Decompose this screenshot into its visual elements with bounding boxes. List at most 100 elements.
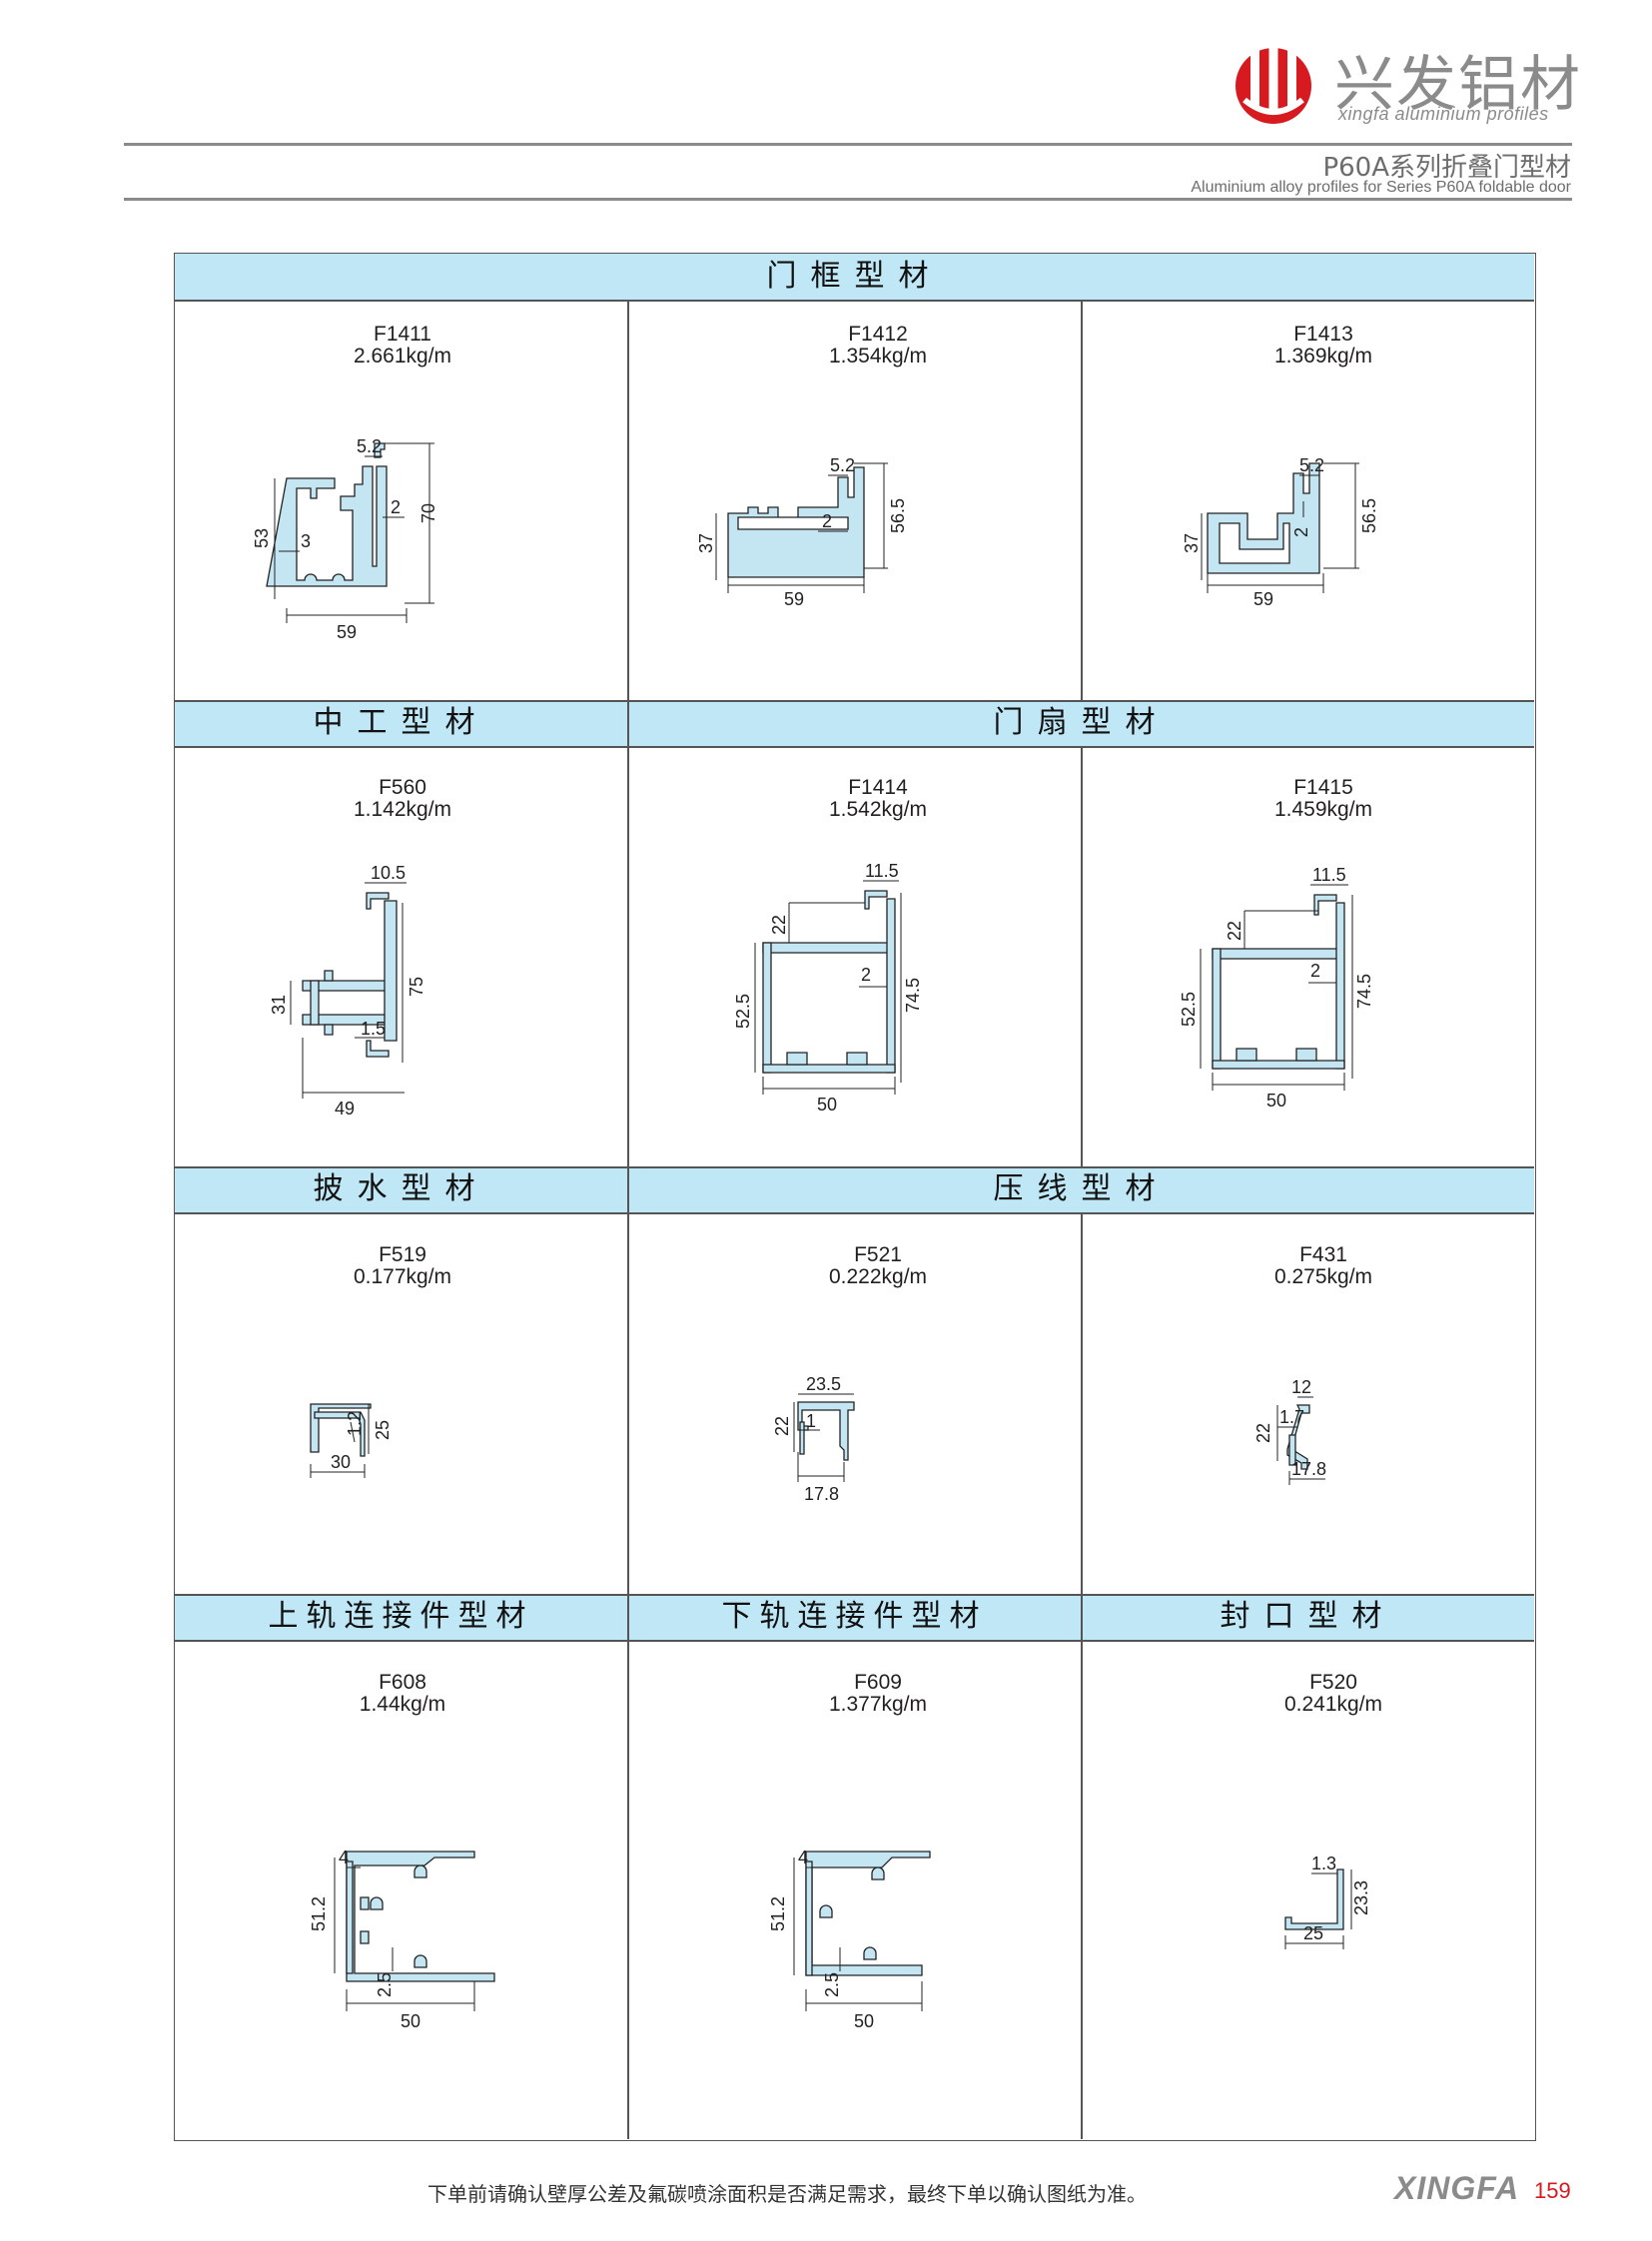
dim-label: 59 — [1253, 589, 1273, 609]
profile-label: F1412 1.354kg/m — [728, 324, 1028, 368]
profile-drawing-f1412: 5.2 2 56.5 37 59 — [696, 455, 908, 609]
profile-label: F609 1.377kg/m — [728, 1672, 1028, 1716]
dim-label: 4 — [339, 1848, 349, 1868]
dim-label: 5.2 — [1299, 455, 1324, 475]
xingfa-logo-icon — [1236, 44, 1311, 124]
profile-code: F609 — [854, 1671, 902, 1694]
profile-label: F608 1.44kg/m — [253, 1672, 552, 1716]
divider — [175, 700, 1534, 702]
profile-table: 门框型材 中工型材 门扇型材 披水型材 压线型材 上轨连接件型材 下轨连接件型材… — [174, 253, 1536, 2141]
dim-label: 23.3 — [1351, 1880, 1371, 1915]
section-band — [175, 254, 1534, 300]
footer-note: 下单前请确认壁厚公差及氟碳喷涂面积是否满足需求，最终下单以确认图纸为准。 — [427, 2182, 1147, 2206]
profile-weight: 1.542kg/m — [828, 798, 928, 821]
profile-code: F1415 — [1293, 776, 1353, 799]
dim-label: 4 — [798, 1848, 808, 1868]
dim-label: 23.5 — [806, 1374, 841, 1394]
dim-label: 52.5 — [733, 994, 753, 1029]
dim-label: 70 — [418, 503, 438, 523]
dim-label: 49 — [335, 1099, 355, 1119]
divider — [1081, 1212, 1083, 1594]
profile-weight: 1.44kg/m — [359, 1693, 446, 1716]
dim-label: 52.5 — [1179, 992, 1199, 1027]
dim-label: 11.5 — [865, 861, 899, 881]
divider — [627, 300, 629, 700]
dim-label: 2 — [1310, 961, 1320, 981]
dim-label: 5.2 — [357, 436, 382, 456]
dim-label: 50 — [401, 2011, 420, 2031]
profile-drawing-f609: 51.2 4 2.5 50 — [768, 1848, 931, 2031]
profile-code: F560 — [379, 776, 426, 799]
profile-weight: 1.459kg/m — [1273, 798, 1373, 821]
profile-label: F1411 2.661kg/m — [253, 324, 552, 368]
profile-drawing-f520: 1.3 23.3 25 — [1284, 1854, 1371, 1949]
divider — [1081, 746, 1083, 1166]
dim-label: 17.8 — [1291, 1459, 1326, 1479]
dim-label: 50 — [854, 2011, 874, 2031]
dim-label: 37 — [696, 533, 716, 553]
dim-label: 51.2 — [768, 1896, 788, 1931]
profile-weight: 1.142kg/m — [353, 798, 452, 821]
dim-label: 51.2 — [309, 1896, 329, 1931]
page-number: 159 — [1534, 2178, 1571, 2203]
dim-label: 2.5 — [375, 1972, 395, 1997]
dim-label: 2 — [822, 511, 832, 531]
profile-code: F1411 — [374, 323, 431, 346]
dim-label: 59 — [784, 589, 804, 609]
section-title-middle: 中工型材 — [313, 705, 489, 740]
profile-drawing-f431: 12 22 1.7 17.8 — [1253, 1377, 1326, 1485]
profile-code: F1413 — [1293, 323, 1353, 346]
profile-label: F1413 1.369kg/m — [1174, 324, 1473, 368]
profile-drawing-f519: 30 1.2 25 — [310, 1403, 393, 1478]
dim-label: 11.5 — [1312, 865, 1346, 885]
profile-code: F521 — [854, 1243, 902, 1266]
profile-label: F560 1.142kg/m — [253, 777, 552, 821]
profile-drawing-f521: 23.5 22 1 17.8 — [772, 1374, 855, 1504]
dim-label: 2.5 — [822, 1972, 842, 1997]
brand-name-cn: 兴发铝材 — [1334, 50, 1582, 120]
dim-label: 2 — [391, 497, 401, 517]
section-title-top-rail: 上轨连接件型材 — [268, 1599, 534, 1634]
section-title-bottom-rail: 下轨连接件型材 — [721, 1599, 988, 1634]
section-band — [175, 1594, 1534, 1640]
brand-name-en: xingfa aluminium profiles — [1338, 104, 1549, 124]
dim-label: 17.8 — [804, 1484, 839, 1504]
section-band — [175, 1166, 1534, 1212]
dim-label: 3 — [301, 531, 311, 551]
dim-label: 12 — [1291, 1377, 1311, 1397]
profile-code: F608 — [379, 1671, 426, 1694]
dim-label: 22 — [769, 915, 789, 935]
profile-weight: 2.661kg/m — [353, 345, 452, 368]
profile-drawing-f1415: 11.5 22 52.5 2 74.5 50 — [1179, 865, 1374, 1111]
dim-label: 25 — [373, 1420, 393, 1440]
dim-label: 1.5 — [361, 1019, 386, 1039]
section-title-door-frame: 门框型材 — [766, 259, 943, 294]
profile-code: F519 — [379, 1243, 426, 1266]
profile-weight: 1.369kg/m — [1273, 345, 1373, 368]
dim-label: 56.5 — [888, 498, 908, 533]
dim-label: 37 — [1182, 533, 1202, 553]
profile-weight: 0.222kg/m — [828, 1265, 928, 1288]
profile-weight: 0.241kg/m — [1283, 1693, 1383, 1716]
profile-code: F520 — [1309, 1671, 1357, 1694]
profile-label: F521 0.222kg/m — [728, 1244, 1028, 1288]
profile-drawing-f1414: 11.5 22 52.5 2 74.5 50 — [733, 861, 923, 1115]
profile-label: F519 0.177kg/m — [253, 1244, 552, 1288]
series-title-en: Aluminium alloy profiles for Series P60A… — [1191, 179, 1571, 196]
dim-label: 53 — [252, 528, 272, 548]
dim-label: 22 — [1253, 1423, 1273, 1443]
footer-brand-logo: XINGFA — [1394, 2170, 1520, 2206]
profile-weight: 0.177kg/m — [353, 1265, 452, 1288]
divider — [1081, 1594, 1083, 2139]
profile-drawing-f560: 10.5 31 75 1.5 49 — [269, 863, 426, 1119]
dim-label: 74.5 — [1354, 974, 1374, 1009]
dim-label: 30 — [331, 1452, 351, 1472]
header-rule-top — [124, 143, 1572, 146]
dim-label: 22 — [772, 1416, 792, 1436]
divider — [1081, 300, 1083, 700]
dim-label: 75 — [407, 977, 426, 997]
divider — [175, 1212, 1534, 1214]
divider — [627, 700, 629, 2139]
dim-label: 25 — [1303, 1923, 1323, 1943]
profile-weight: 1.377kg/m — [828, 1693, 928, 1716]
